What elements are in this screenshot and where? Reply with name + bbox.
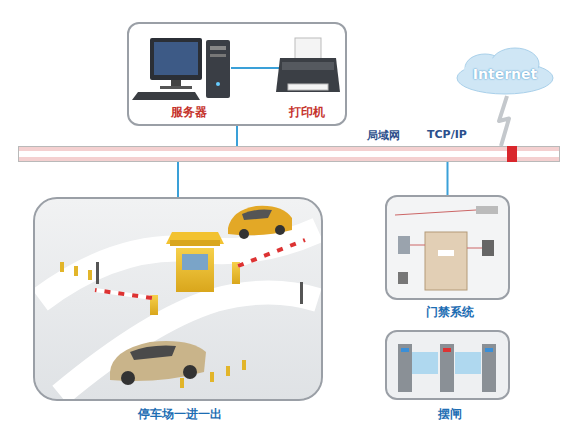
node-label: TCP/IP (427, 128, 487, 141)
printer-illustration (276, 38, 340, 92)
node-label: 服务器 (129, 104, 249, 121)
network-connector (236, 126, 238, 146)
node-label: 摆闸 (387, 406, 512, 423)
lightning-connector (499, 96, 509, 146)
internet-cloud: Internet (457, 56, 553, 96)
node-label: Internet (457, 66, 553, 82)
node-label: 停车场一进一出 (35, 406, 325, 423)
access-control-illustration (387, 197, 508, 298)
network-connector (447, 162, 449, 195)
cable-line (231, 67, 280, 69)
access-control-box: 门禁系统 (385, 195, 510, 300)
cloud-shape (457, 48, 553, 94)
gateway-marker (507, 146, 517, 162)
parking-box: 停车场一进一出 (33, 197, 323, 401)
node-label: 打印机 (247, 104, 367, 121)
node-label: 门禁系统 (387, 304, 512, 321)
turnstile-illustration (387, 332, 508, 398)
node-label: 局域网 (367, 128, 417, 143)
computer-group-box: 服务器打印机 (127, 22, 347, 126)
parking-illustration (35, 199, 321, 399)
computer-illustration (132, 38, 230, 100)
turnstile-box: 摆闸 (385, 330, 510, 400)
network-connector (177, 162, 179, 197)
lan-band: 局域网TCP/IP (18, 146, 560, 162)
